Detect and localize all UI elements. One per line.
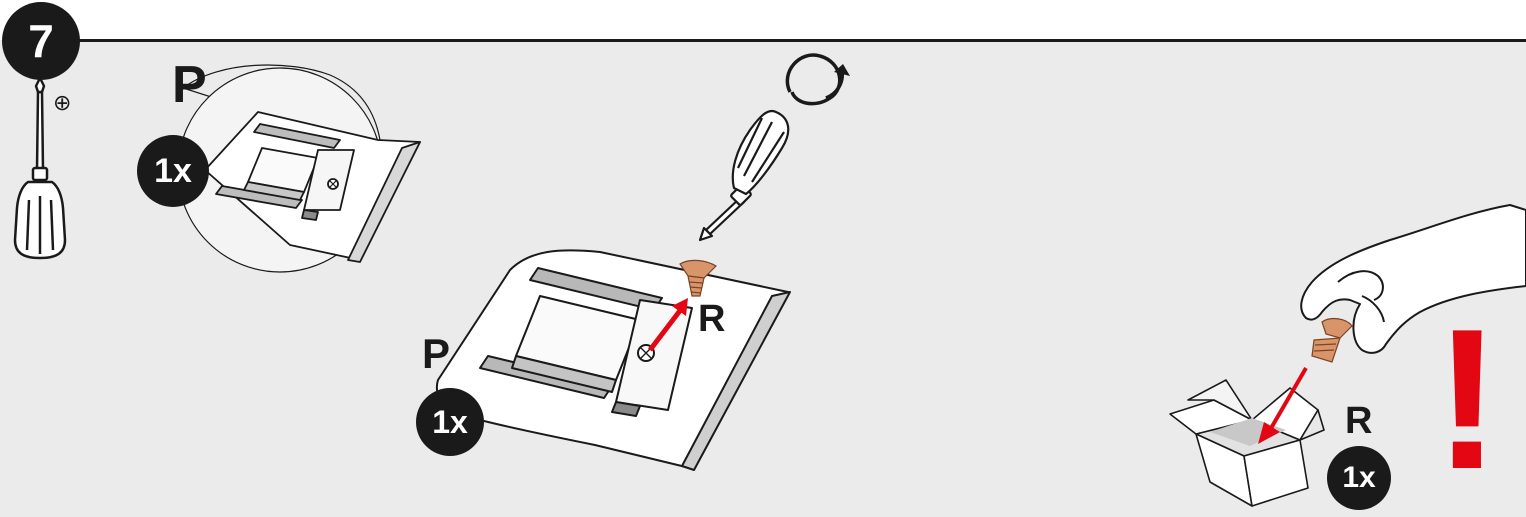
main-part-label: P [422, 330, 450, 378]
warning-exclamation-icon: ! [1434, 300, 1501, 500]
storage-quantity-badge: 1x [1327, 446, 1391, 510]
rotate-clockwise-icon [787, 55, 850, 104]
main-quantity-badge: 1x [416, 388, 484, 456]
detail-part-label: P [172, 55, 207, 115]
hand-screw-icon [1312, 319, 1352, 362]
phillips-head-symbol: ⊕ [53, 90, 71, 116]
storage-screw-label: R [1345, 400, 1372, 443]
main-screwdriver-icon [700, 111, 788, 240]
main-bracket-drawing [437, 250, 790, 470]
storage-box-drawing [1170, 380, 1324, 506]
main-screw-label: R [698, 298, 725, 341]
detail-quantity-badge: 1x [137, 135, 209, 207]
